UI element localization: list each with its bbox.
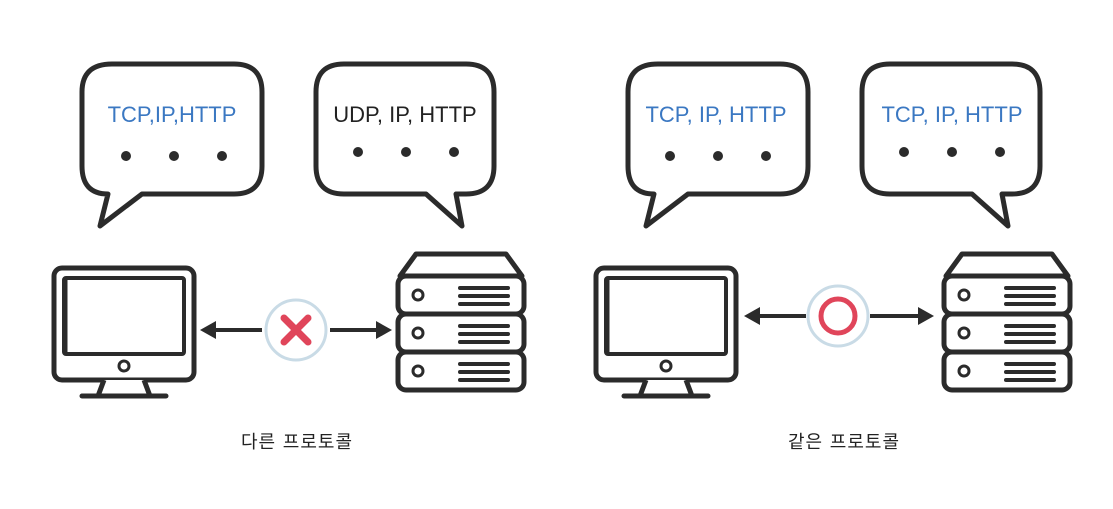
ellipsis-dot xyxy=(217,151,227,161)
ellipsis-dot xyxy=(995,147,1005,157)
left-caption: 다른 프로토콜 xyxy=(240,432,354,453)
ellipsis-dot xyxy=(761,151,771,161)
computer-icon xyxy=(54,268,194,396)
bidirectional-arrow xyxy=(744,307,934,325)
computer-icon xyxy=(596,268,736,396)
circle-icon xyxy=(818,296,858,336)
status-badge xyxy=(806,284,870,348)
ellipsis-dot xyxy=(353,147,363,157)
server-bubble-text: TCP, IP, HTTP xyxy=(881,102,1022,127)
server-speech-bubble xyxy=(313,61,497,229)
client-bubble-text: TCP,IP,HTTP xyxy=(108,102,237,127)
ellipsis-dot xyxy=(401,147,411,157)
ellipsis-dot xyxy=(121,151,131,161)
client-speech-bubble xyxy=(79,61,265,229)
ellipsis-dot xyxy=(169,151,179,161)
ellipsis-dot xyxy=(713,151,723,161)
server-speech-bubble xyxy=(859,61,1043,229)
client-speech-bubble xyxy=(625,61,811,229)
ellipsis-dot xyxy=(947,147,957,157)
ellipsis-dot xyxy=(449,147,459,157)
client-bubble-text: TCP, IP, HTTP xyxy=(645,102,786,127)
right-caption: 같은 프로토콜 xyxy=(787,432,901,453)
cross-icon xyxy=(280,314,312,346)
server-bubble-text: UDP, IP, HTTP xyxy=(333,102,476,127)
server-icon xyxy=(944,254,1070,390)
bidirectional-arrow xyxy=(200,321,392,339)
ellipsis-dot xyxy=(665,151,675,161)
ellipsis-dot xyxy=(899,147,909,157)
server-icon xyxy=(398,254,524,390)
